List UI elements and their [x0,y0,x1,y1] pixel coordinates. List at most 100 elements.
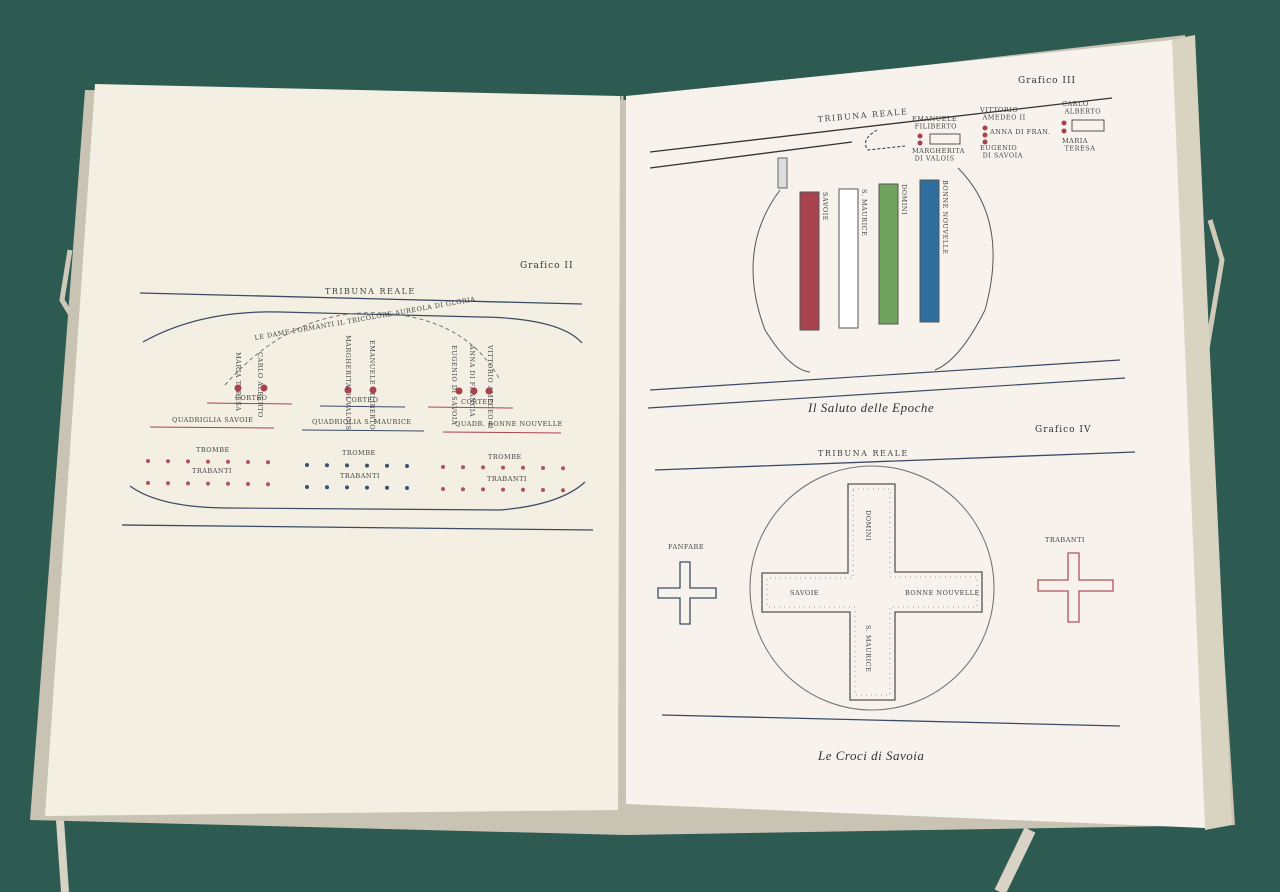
grafico-3: Grafico III TRIBUNA REALE EMANUELE FILIB… [647,76,1126,415]
performer-dot [541,488,545,492]
corteo-dot [470,387,478,395]
tribuna-label: TRIBUNA REALE [325,287,416,296]
performer-dot [481,465,485,470]
performer-dot [325,485,329,490]
arena-top-curve [142,311,583,344]
name-eugenio: EUGENIO DI SAVOIA [450,345,458,425]
dot [982,139,988,145]
flag-mast [777,157,788,189]
performer-dot [146,481,150,485]
performer-dot [385,463,389,468]
quadriglia-bonne-nouvelle-label: QUADR. BONNE NOUVELLE [455,420,563,428]
corteo-dot [260,384,268,392]
performer-dot [501,465,505,470]
tribuna-line-lower [649,141,853,169]
box [929,133,961,145]
cross-label-savoie: SAVOIE [790,589,819,597]
circle-right [934,167,994,371]
performer-dot [461,465,465,470]
cross-dots [766,488,978,696]
performer-dot [561,466,565,471]
name-maria-teresa: MARIA TERESA [234,352,242,411]
trabanti-label: TRABANTI [1045,536,1085,544]
performer-dot [441,487,445,491]
name-carlo: CARLO ALBERTO [1062,100,1101,116]
performer-dot [246,460,250,464]
cross-label-bonne-nouvelle: BONNE NOUVELLE [905,589,980,597]
performer-dot [561,488,565,493]
circle-left [752,189,811,373]
grafico-3-caption: Il Saluto delle Epoche [807,400,934,415]
corteo-dot [485,387,493,395]
formation-bar [919,179,940,323]
performer-dot [266,482,270,487]
name-vittorio: VITTORIO AMEDEO II [979,106,1026,122]
cross-label-s-maurice: S. MAURICE [864,625,872,672]
performer-dot [166,481,170,486]
tribuna-line [649,97,1113,153]
corteo-line [206,402,293,405]
trabanti-cross [1037,552,1114,623]
fanfare-label: FANFARE [668,543,704,551]
name-emanuele: EMANUELE FILIBERTO [912,115,957,131]
bottom-line [121,524,594,531]
tribuna-label: TRIBUNA REALE [818,449,909,458]
performer-dot [226,459,230,464]
corteo-label: CORTEO [235,394,268,402]
corteo-dot [234,384,242,392]
name-emanuele: EMANUELE FILIBERTO [368,340,376,430]
arena-bottom-curve [129,481,586,511]
ribbon [994,827,1036,892]
quadriglia-line [442,431,562,434]
corteo-line [319,405,406,408]
name-maria: MARIA TERESA [1062,137,1095,153]
performer-dot [365,463,369,468]
performer-dot [166,459,170,464]
performer-dot [206,481,210,486]
trombe-label: TROMBE [488,453,522,461]
corteo-dot [344,386,352,394]
grafico-4: Grafico IV TRIBUNA REALE DOMINI SAVOIE B… [654,425,1136,763]
corteo-label: CORTEO [346,396,379,404]
corteo-line [427,406,514,409]
dot [917,133,923,139]
right-page [626,40,1205,828]
formation-bar [838,188,859,329]
dot [982,132,988,138]
separator-line [647,377,1126,409]
grafico-4-caption: Le Croci di Savoia [817,748,924,763]
page-edges [1170,35,1232,830]
formation-bar-label: SAVOIE [821,192,829,221]
formation-bar-label: BONNE NOUVELLE [941,180,949,255]
performer-dot [345,463,349,468]
cross-label-domini: DOMINI [864,510,872,541]
formation-bar [878,183,899,325]
trombe-label: TROMBE [342,449,376,457]
performer-dot [405,486,409,490]
performer-dot [441,465,445,469]
performer-dot [146,459,150,463]
performer-dot [501,487,505,492]
performer-dot [226,481,230,486]
grafico-4-label: Grafico IV [1035,425,1091,435]
dot [982,125,988,131]
performer-dot [385,485,389,490]
grafico-3-label: Grafico III [1018,76,1076,86]
name-eugenio: EUGENIO DI SAVOIA [980,144,1023,160]
performer-dot [246,482,250,486]
performer-dot [186,481,190,486]
left-page [45,84,620,816]
trabanti-label: TRABANTI [192,467,232,475]
corteo-dot [455,387,463,395]
name-vittorio: VITTORIO AMEDEO II [486,344,494,429]
performer-dot [541,466,545,470]
tribuna-line [654,451,1136,471]
performer-dot [345,485,349,490]
formation-bar-label: DOMINI [900,184,908,215]
savoy-cross [761,483,983,701]
dot [1061,120,1067,126]
performer-dot [365,485,369,490]
arena-circle [749,465,995,711]
performer-dot [521,487,525,492]
tribuna-line [139,292,583,305]
